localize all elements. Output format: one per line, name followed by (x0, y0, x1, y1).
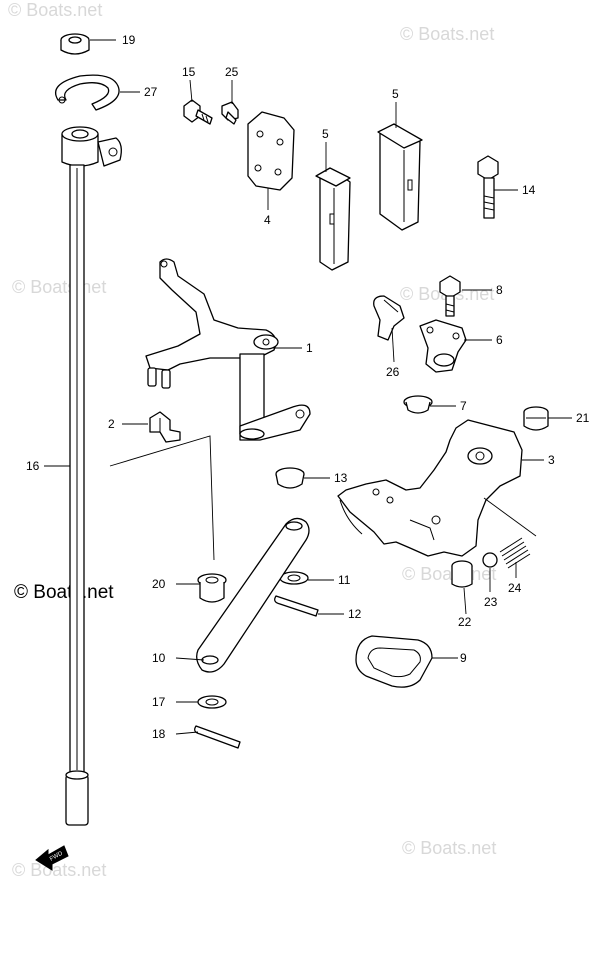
part-9-seal (355, 635, 433, 688)
part-label: 15 (182, 65, 196, 79)
part-label: 2 (108, 417, 115, 431)
part-label: 6 (496, 333, 503, 347)
part-label: 22 (458, 615, 472, 629)
part-label: 8 (496, 283, 503, 297)
watermark: © Boats.net (8, 0, 102, 20)
part-21-plug (523, 406, 549, 431)
watermark: © Boats.net (12, 277, 106, 297)
watermark: © Boats.net (402, 564, 496, 584)
part-label: 23 (484, 595, 498, 609)
part-3-shift-housing (337, 419, 523, 557)
part-label: 17 (152, 695, 166, 709)
part-20-bushing (197, 573, 227, 603)
part-18-cotter-pin (194, 725, 241, 749)
part-27-snap-ring (54, 74, 120, 111)
part-label: 25 (225, 65, 239, 79)
part-label: 19 (122, 33, 136, 47)
watermark: © Boats.net (12, 860, 106, 880)
part-label: 3 (548, 453, 555, 467)
part-label: 4 (264, 213, 271, 227)
part-label: 7 (460, 399, 467, 413)
fwd-arrow-icon: FWD (35, 845, 69, 871)
watermark: © Boats.net (402, 838, 496, 858)
part-label: 14 (522, 183, 536, 197)
part-label: 5 (392, 87, 399, 101)
part-12-cotter-pin (274, 595, 319, 617)
part-7-bushing (403, 395, 433, 414)
part-19-plug (60, 33, 90, 55)
part-labels: 19 27 15 25 5 5 4 14 8 1 6 26 7 21 2 3 1… (26, 33, 590, 741)
part-8-bolt (439, 275, 461, 317)
part-2-spring-clip (149, 411, 181, 443)
part-22-roller (451, 560, 473, 588)
part-13-washer (275, 467, 305, 489)
part-label: 26 (386, 365, 400, 379)
watermark: © Boats.net (400, 24, 494, 44)
part-label: 5 (322, 127, 329, 141)
part-label: 16 (26, 459, 40, 473)
part-label: 13 (334, 471, 348, 485)
part-16-shift-rod (61, 126, 122, 826)
part-5b-slider (377, 123, 423, 231)
part-label: 20 (152, 577, 166, 591)
part-label: 11 (338, 573, 351, 587)
part-label: 1 (306, 341, 313, 355)
leader-lines (44, 39, 572, 735)
part-1-shift-lever (145, 258, 311, 441)
part-25-screw (221, 101, 239, 125)
part-14-bolt (477, 155, 499, 219)
part-label: 9 (460, 651, 467, 665)
brand-caption: © Boats.net (14, 582, 114, 603)
part-23-ball (482, 552, 498, 568)
part-label: 21 (576, 411, 590, 425)
part-label: 24 (508, 581, 522, 595)
part-26-clip (373, 295, 405, 341)
part-label: 27 (144, 85, 158, 99)
part-17-washer (197, 695, 227, 709)
part-6-bracket (419, 319, 467, 373)
part-10-link (196, 517, 310, 673)
part-label: 18 (152, 727, 166, 741)
part-5a-slider (315, 167, 351, 271)
part-4-plate (247, 111, 295, 191)
part-label: 12 (348, 607, 362, 621)
part-24-spring (499, 537, 531, 569)
part-15-screw (183, 99, 213, 125)
part-label: 10 (152, 651, 166, 665)
